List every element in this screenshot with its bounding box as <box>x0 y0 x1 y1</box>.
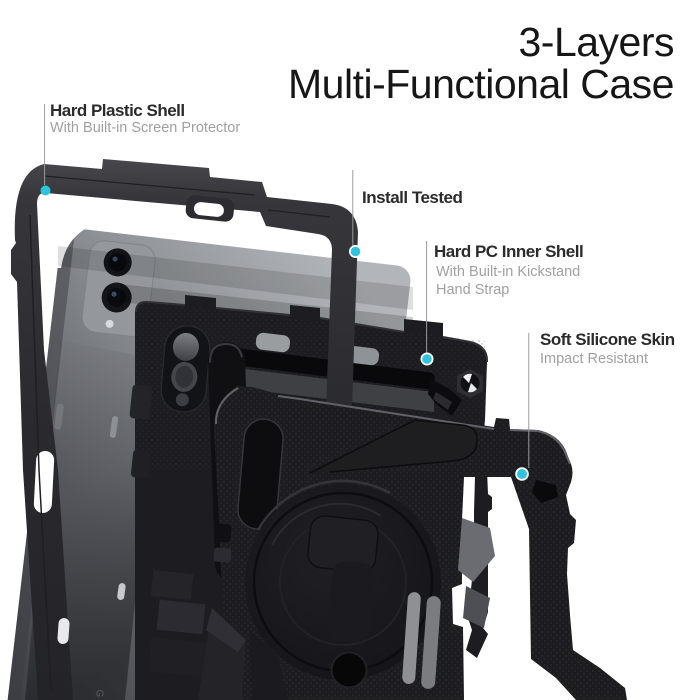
svg-text:G: G <box>93 689 105 698</box>
